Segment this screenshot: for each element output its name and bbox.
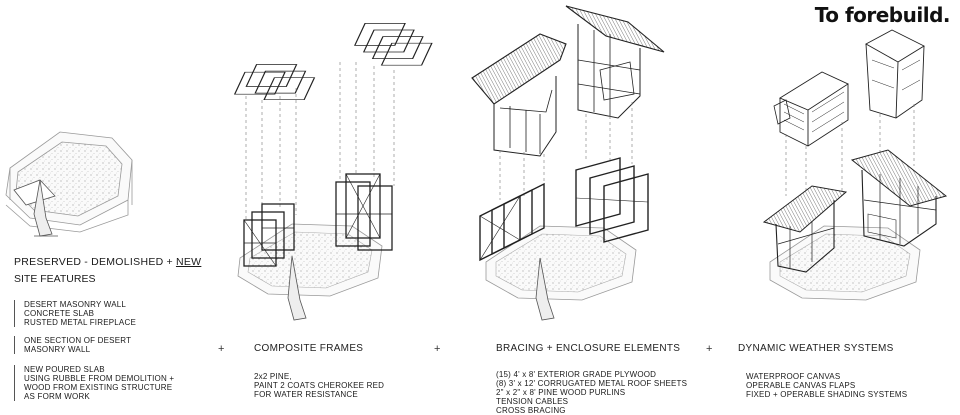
note-line: FOR WATER RESISTANCE bbox=[254, 390, 358, 399]
stage-notes-composite-frames: 2x2 PINE, PAINT 2 COATS CHEROKEE RED FOR… bbox=[254, 372, 384, 399]
weather-systems-drawing bbox=[762, 29, 948, 301]
legend-item: CONCRETE SLAB bbox=[24, 309, 95, 318]
plus-sign: + bbox=[218, 343, 225, 355]
legend-item: AS FORM WORK bbox=[24, 392, 90, 401]
legend-plus: + bbox=[166, 256, 173, 268]
legend-group-preserved: DESERT MASONRY WALL CONCRETE SLAB RUSTED… bbox=[14, 300, 136, 327]
stage-notes-weather-systems: WATERPROOF CANVAS OPERABLE CANVAS FLAPS … bbox=[746, 372, 907, 399]
legend-group-new: NEW POURED SLAB USING RUBBLE FROM DEMOLI… bbox=[14, 365, 174, 401]
legend-preserved-label: PRESERVED bbox=[14, 256, 82, 268]
legend-item: USING RUBBLE FROM DEMOLITION + bbox=[24, 374, 175, 383]
legend-item: WOOD FROM EXISTING STRUCTURE bbox=[24, 383, 173, 392]
legend-item: RUSTED METAL FIREPLACE bbox=[24, 318, 136, 327]
legend-demolished-label: DEMOLISHED bbox=[91, 256, 164, 268]
legend-new-label: NEW bbox=[175, 256, 202, 268]
legend-item: NEW POURED SLAB bbox=[24, 365, 105, 374]
note-line: WATERPROOF CANVAS bbox=[746, 372, 841, 381]
note-line: CROSS BRACING bbox=[496, 406, 566, 415]
stage-title-weather-systems: DYNAMIC WEATHER SYSTEMS bbox=[738, 343, 894, 354]
legend-item: ONE SECTION OF DESERT bbox=[24, 336, 132, 345]
plus-sign: + bbox=[706, 343, 713, 355]
legend-subtitle: SITE FEATURES bbox=[14, 273, 96, 285]
legend-item: DESERT MASONRY WALL bbox=[24, 300, 127, 309]
legend-group-demolished: ONE SECTION OF DESERT MASONRY WALL bbox=[14, 336, 131, 354]
note-line: PAINT 2 COATS CHEROKEE RED bbox=[254, 381, 385, 390]
site-preserved-drawing bbox=[5, 131, 133, 237]
legend-item: MASONRY WALL bbox=[24, 345, 91, 354]
plus-sign: + bbox=[434, 343, 441, 355]
legend-title: PRESERVED-DEMOLISHED+NEW bbox=[14, 256, 201, 268]
note-line: 2x2 PINE, bbox=[254, 372, 292, 381]
stage-notes-bracing-enclosure: (15) 4' x 8' EXTERIOR GRADE PLYWOOD (8) … bbox=[496, 370, 687, 415]
note-line: 2" x 2" x 8' PINE WOOD PURLINS bbox=[496, 388, 626, 397]
stage-title-composite-frames: COMPOSITE FRAMES bbox=[254, 343, 364, 354]
note-line: (15) 4' x 8' EXTERIOR GRADE PLYWOOD bbox=[496, 370, 657, 379]
stage-title-bracing-enclosure: BRACING + ENCLOSURE ELEMENTS bbox=[496, 343, 681, 354]
note-line: FIXED + OPERABLE SHADING SYSTEMS bbox=[746, 390, 908, 399]
composite-frames-drawing bbox=[233, 23, 433, 321]
brand-logo: To forebuild. bbox=[814, 3, 951, 27]
legend-separator: - bbox=[84, 256, 89, 268]
note-line: OPERABLE CANVAS FLAPS bbox=[746, 381, 856, 390]
note-line: TENSION CABLES bbox=[496, 397, 569, 406]
note-line: (8) 3' x 12' CORRUGATED METAL ROOF SHEET… bbox=[496, 379, 688, 388]
bracing-enclosure-drawing bbox=[471, 5, 665, 321]
